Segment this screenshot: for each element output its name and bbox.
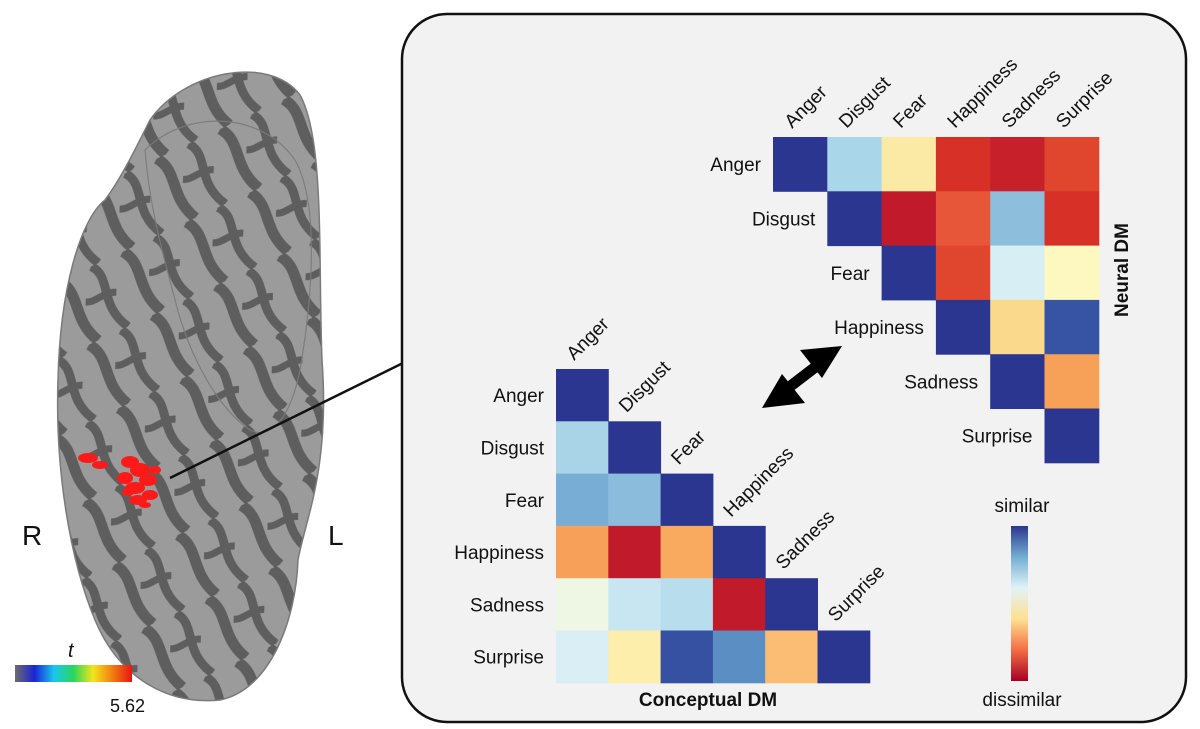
neural-dm-cell-3-4: [990, 299, 1045, 355]
hemisphere-label-r: R: [22, 520, 42, 551]
neural-dm-cell-0-5: [1044, 137, 1100, 192]
conceptual-dm-title: Conceptual DM: [639, 690, 777, 711]
neural-dm-row-label: Surprise: [962, 427, 1033, 448]
neural-dm-cell-0-1: [827, 137, 883, 192]
double-arrow-icon: [762, 346, 842, 408]
activation-blob: [139, 474, 157, 486]
colorbar-symbol: t: [68, 640, 75, 662]
conceptual-dm-row-label: Happiness: [454, 543, 544, 564]
conceptual-dm-cell-4-0: [556, 578, 609, 631]
legend-top-label: similar: [995, 496, 1051, 517]
conceptual-dm-row-label: Surprise: [473, 648, 544, 669]
t-colorbar: [15, 665, 132, 682]
conceptual-dm-row-label: Fear: [505, 491, 545, 512]
neural-dm-matrix: [773, 137, 1100, 464]
conceptual-dm-cell-2-2: [660, 473, 714, 527]
neural-dm-cell-0-3: [935, 137, 991, 192]
conceptual-dm-cell-5-3: [712, 630, 766, 684]
neural-dm-cell-0-2: [881, 137, 937, 192]
neural-dm-row-label: Disgust: [752, 209, 816, 230]
neural-dm-cell-3-5: [1044, 299, 1100, 355]
neural-dm-cell-1-2: [881, 191, 937, 247]
neural-dm-cell-2-5: [1044, 245, 1100, 301]
neural-dm-row-label: Anger: [710, 155, 761, 176]
conceptual-dm-cell-5-0: [556, 630, 609, 684]
activation-blob: [122, 488, 134, 496]
activation-blob: [130, 463, 150, 477]
neural-dm-cell-0-0: [773, 137, 828, 192]
conceptual-dm-cell-5-2: [660, 630, 714, 684]
conceptual-dm-cell-3-2: [660, 525, 714, 579]
brain-surface: [56, 71, 325, 702]
activation-blob: [139, 502, 151, 508]
neural-dm-row-label: Happiness: [834, 318, 924, 339]
neural-dm-cell-1-5: [1044, 191, 1100, 247]
neural-dm-title: Neural DM: [1112, 223, 1133, 317]
neural-dm-cell-2-4: [990, 245, 1045, 301]
conceptual-dm-row-label: Anger: [493, 386, 544, 407]
conceptual-dm-cell-1-1: [608, 421, 662, 475]
activation-blob: [78, 453, 98, 463]
hemisphere-label-l: L: [328, 520, 344, 551]
neural-dm-cell-2-3: [935, 245, 991, 301]
connector-line: [169, 360, 406, 480]
activation-blob: [149, 466, 161, 474]
neural-dm-cell-0-4: [990, 137, 1045, 192]
activation-blob: [117, 472, 133, 484]
neural-dm-cell-3-3: [935, 299, 991, 355]
similarity-colorbar: [1011, 526, 1028, 681]
colorbar-max-label: 5.62: [110, 696, 145, 716]
conceptual-dm-cell-2-0: [556, 473, 609, 527]
conceptual-dm-cell-5-1: [608, 630, 662, 684]
conceptual-dm-cell-3-0: [556, 525, 609, 579]
neural-dm-row-label: Fear: [831, 264, 871, 285]
activation-blob: [142, 490, 158, 500]
conceptual-dm-cell-4-2: [660, 578, 714, 631]
conceptual-dm-matrix: [556, 369, 871, 684]
neural-dm-cell-5-5: [1044, 408, 1100, 464]
conceptual-dm-cell-4-3: [712, 578, 766, 631]
conceptual-dm-cell-4-4: [765, 578, 818, 631]
conceptual-dm-cell-3-3: [712, 525, 766, 579]
neural-dm-cell-1-3: [935, 191, 991, 247]
activation-blob: [92, 461, 108, 469]
neural-dm-row-label: Sadness: [904, 372, 978, 393]
conceptual-dm-cell-4-1: [608, 578, 662, 631]
neural-dm-cell-1-1: [827, 191, 883, 247]
conceptual-dm-row-label: Sadness: [470, 595, 544, 616]
conceptual-dm-cell-0-0: [556, 369, 609, 422]
activation-cluster: [78, 453, 161, 508]
left-hemisphere-ridge: [144, 120, 312, 434]
conceptual-dm-cell-5-4: [765, 630, 818, 684]
neural-dm-cell-4-4: [990, 354, 1045, 409]
conceptual-dm-cell-3-1: [608, 525, 662, 579]
conceptual-dm-cell-5-5: [817, 630, 871, 684]
neural-dm-cell-2-2: [881, 245, 937, 301]
conceptual-dm-row-label: Disgust: [481, 438, 545, 459]
legend-bottom-label: dissimilar: [982, 690, 1062, 711]
neural-dm-cell-1-4: [990, 191, 1045, 247]
neural-dm-cell-4-5: [1044, 354, 1100, 409]
conceptual-dm-cell-1-0: [556, 421, 609, 475]
conceptual-dm-cell-2-1: [608, 473, 662, 527]
